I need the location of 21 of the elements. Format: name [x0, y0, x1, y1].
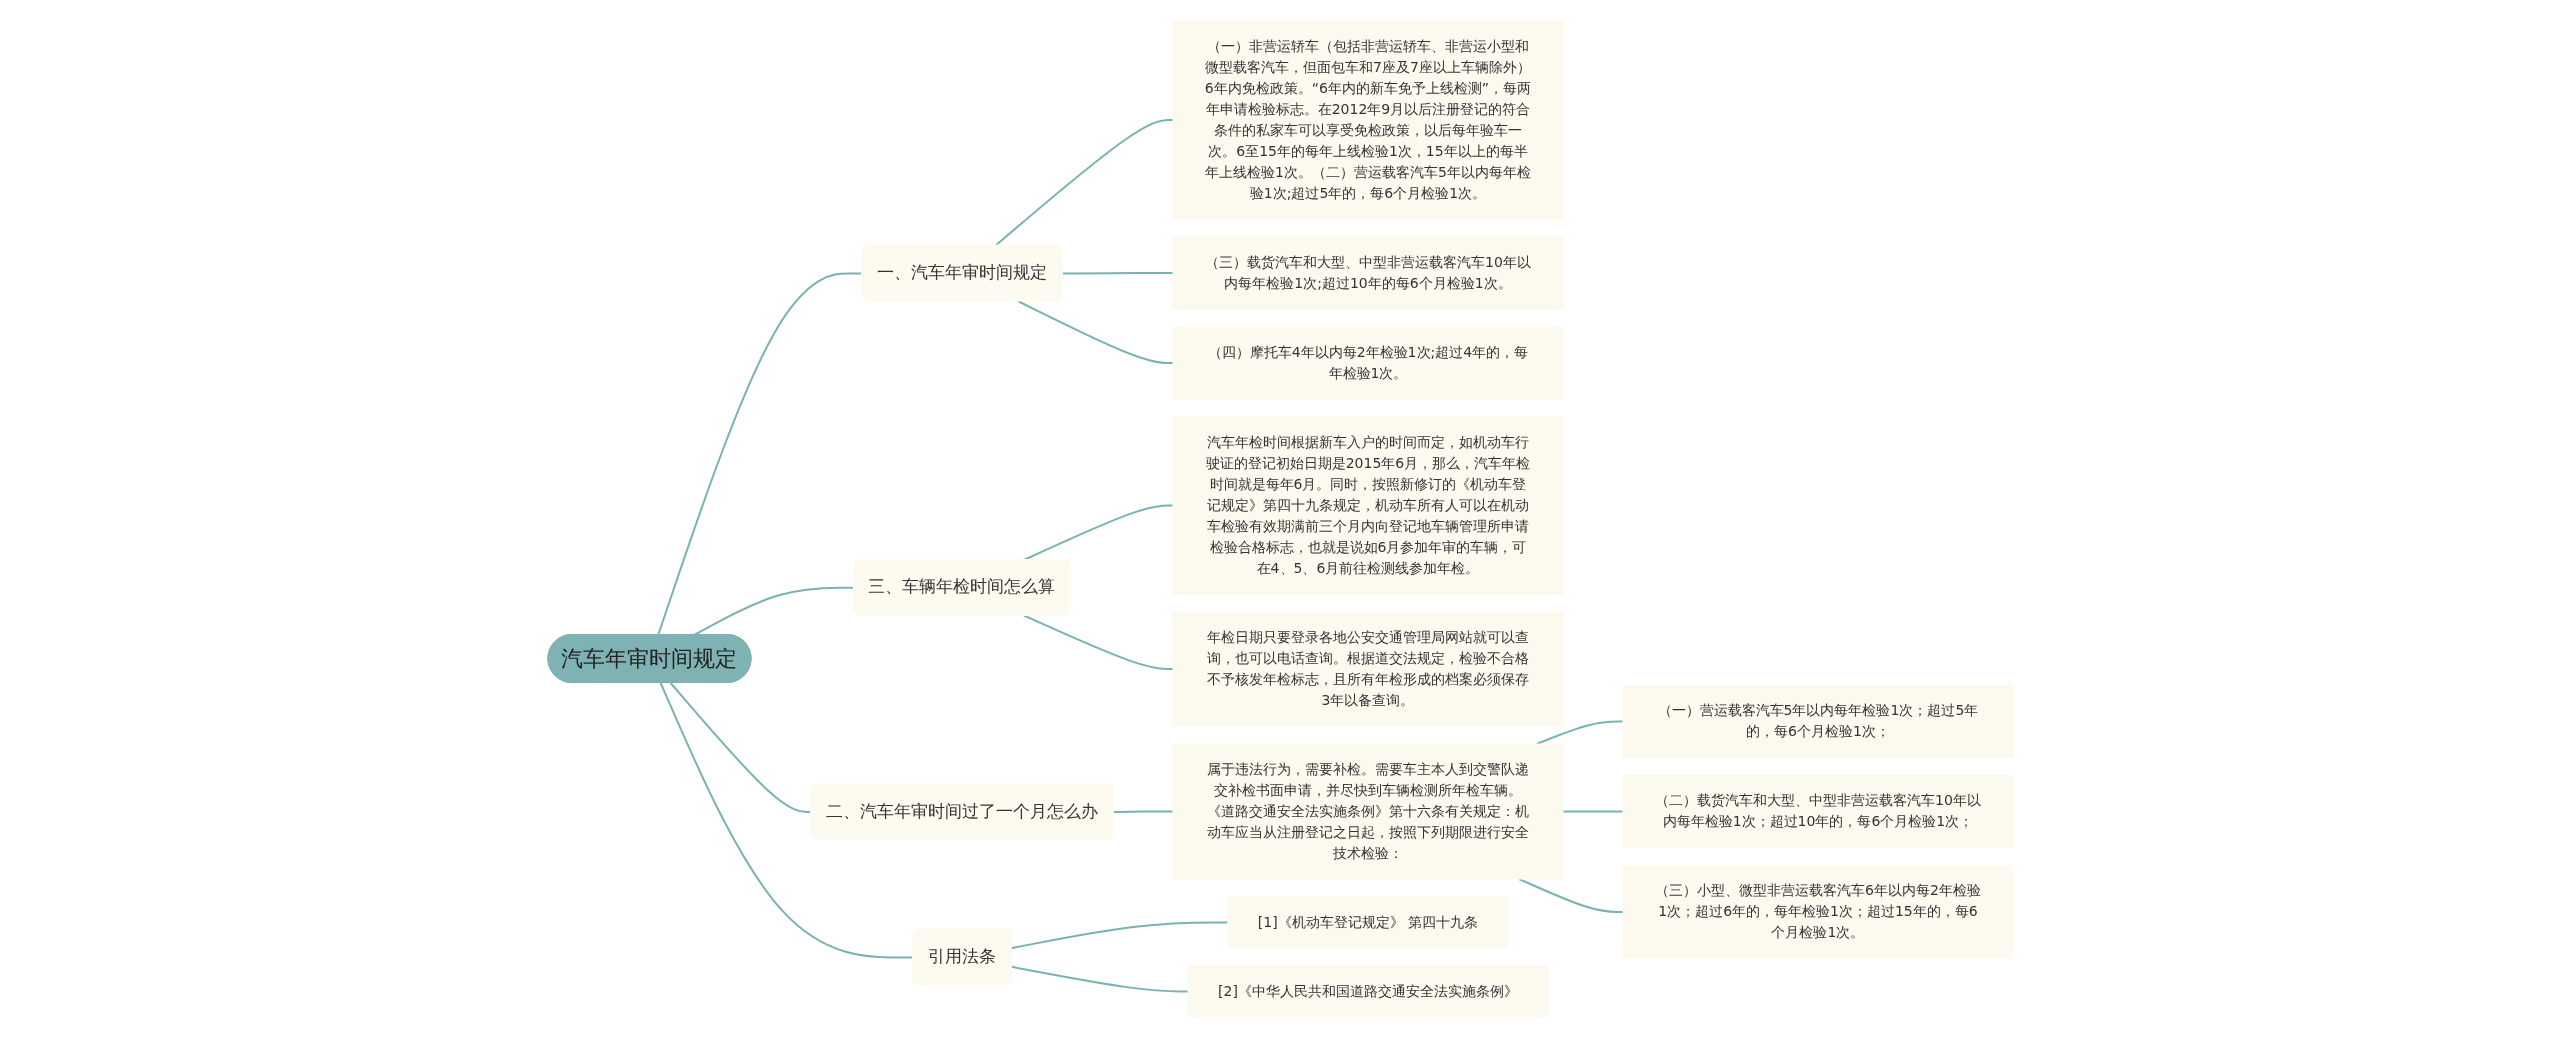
connector	[1517, 877, 1624, 913]
node-box	[1187, 965, 1548, 1017]
node-box	[1622, 864, 2013, 959]
connector	[1561, 810, 1624, 812]
node-box	[1622, 684, 2013, 758]
connector	[669, 681, 812, 813]
node-box	[1226, 896, 1509, 948]
connector	[1112, 810, 1174, 813]
connector	[1010, 965, 1189, 992]
node-box	[1172, 20, 1563, 219]
node-box	[1172, 743, 1563, 879]
node-box	[1172, 326, 1563, 399]
connector	[1061, 271, 1174, 274]
connector	[659, 681, 914, 958]
connector	[1022, 614, 1174, 670]
node-box	[1172, 236, 1563, 309]
node-box	[1172, 416, 1563, 594]
node-box	[1622, 774, 2013, 848]
connector	[1016, 299, 1174, 364]
node-box	[1172, 611, 1563, 726]
connector	[1010, 921, 1229, 949]
